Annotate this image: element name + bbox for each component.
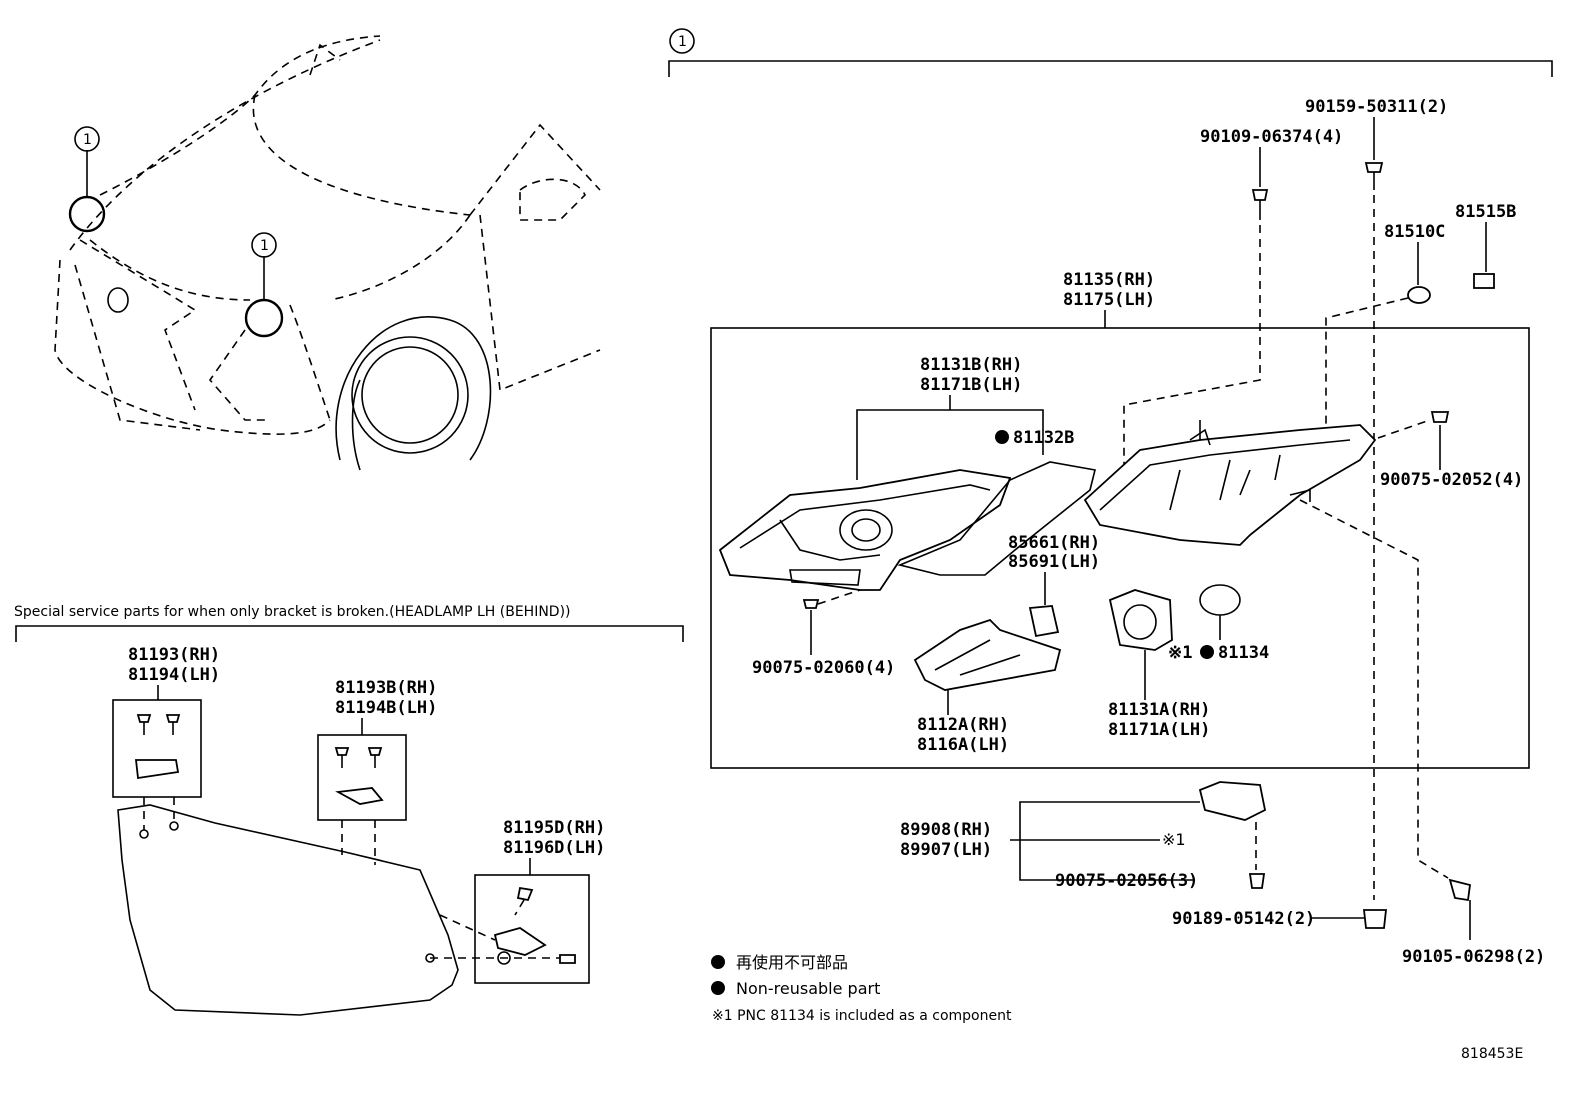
label-85661: 85661(RH) — [1008, 533, 1100, 553]
label-85691: 85691(LH) — [1008, 552, 1100, 572]
label-81175: 81175(LH) — [1063, 290, 1155, 310]
label-90105-06298: 90105-06298(2) — [1402, 947, 1545, 967]
assembly-bracket: 1 — [668, 28, 1553, 77]
label-81171A: 81171A(LH) — [1108, 720, 1210, 740]
label-89907: 89907(LH) — [900, 840, 992, 860]
label-81195D: 81195D(RH) — [503, 818, 605, 838]
label-8112A: 8112A(RH) — [917, 715, 1009, 735]
car-front-view: 1 1 — [54, 35, 601, 471]
housing — [1083, 420, 1377, 546]
headlamp-assembly-group: 81135(RH) 81175(LH) — [710, 270, 1530, 769]
legend-footnote: ※1 PNC 81134 is included as a component — [712, 1008, 1012, 1024]
screw-90075-02052: 90075-02052(4) — [1377, 411, 1523, 490]
screw-90105: 90105-06298(2) — [1299, 499, 1545, 967]
legend: 再使用不可部品 Non-reusable part ※1 PNC 81134 i… — [711, 953, 1012, 1024]
screw-90075-02060: 90075-02060(4) — [752, 589, 895, 678]
bulb-81510C: 81510C — [1325, 222, 1445, 460]
seal-81132B: 81132B — [897, 428, 1096, 576]
label-ref1b: ※1 — [1162, 830, 1186, 849]
label-89908: 89908(RH) — [900, 820, 992, 840]
clip-90189: 90189-05142(2) — [1172, 909, 1388, 929]
bracket-8112A: 8112A(RH) 8116A(LH) — [913, 618, 1062, 755]
label-90075-02056: 90075-02056(3) — [1055, 871, 1198, 891]
diagram-id: 818453E — [1461, 1046, 1523, 1062]
label-81510C: 81510C — [1384, 222, 1445, 242]
fastener-90159: 90159-50311(2) — [1305, 97, 1448, 900]
callout-1-a: 1 — [83, 132, 92, 148]
special-service-section: Special service parts for when only brac… — [14, 604, 684, 1016]
label-81135: 81135(RH) — [1063, 270, 1155, 290]
ring-81134: ※1 81134 — [1168, 584, 1269, 663]
label-81196D: 81196D(LH) — [503, 838, 605, 858]
label-81134: 81134 — [1218, 643, 1269, 663]
label-81131B: 81131B(RH) — [920, 355, 1022, 375]
legend-en: Non-reusable part — [736, 979, 880, 998]
label-81132B: 81132B — [1013, 428, 1074, 448]
label-90189-05142: 90189-05142(2) — [1172, 909, 1315, 929]
label-90075-02052: 90075-02052(4) — [1380, 470, 1523, 490]
label-81194B: 81194B(LH) — [335, 698, 437, 718]
label-81515B: 81515B — [1455, 202, 1516, 222]
lens-81131B: 81131B(RH) 81171B(LH) — [718, 355, 1044, 591]
module-89908: 89908(RH) 89907(LH) ※1 90075-02056(3) — [900, 781, 1267, 891]
label-81193: 81193(RH) — [128, 645, 220, 665]
fastener-90109: 90109-06374(4) — [1123, 127, 1343, 470]
callout-1-b: 1 — [260, 238, 269, 254]
label-81193B: 81193B(RH) — [335, 678, 437, 698]
label-8116A: 8116A(LH) — [917, 735, 1009, 755]
label-ref1: ※1 — [1168, 643, 1192, 663]
label-81194: 81194(LH) — [128, 665, 220, 685]
connector-85661: 85661(RH) 85691(LH) — [1008, 533, 1100, 638]
label-90159-50311: 90159-50311(2) — [1305, 97, 1448, 117]
label-81131A: 81131A(RH) — [1108, 700, 1210, 720]
legend-jp: 再使用不可部品 — [736, 953, 848, 972]
label-90075-02060: 90075-02060(4) — [752, 658, 895, 678]
projector-81131A: 81131A(RH) 81171A(LH) — [1108, 589, 1210, 740]
special-caption: Special service parts for when only brac… — [14, 604, 571, 620]
label-90109-06374: 90109-06374(4) — [1200, 127, 1343, 147]
label-81171B: 81171B(LH) — [920, 375, 1022, 395]
socket-81515B: 81515B — [1455, 202, 1516, 289]
callout-1-main: 1 — [678, 34, 687, 50]
